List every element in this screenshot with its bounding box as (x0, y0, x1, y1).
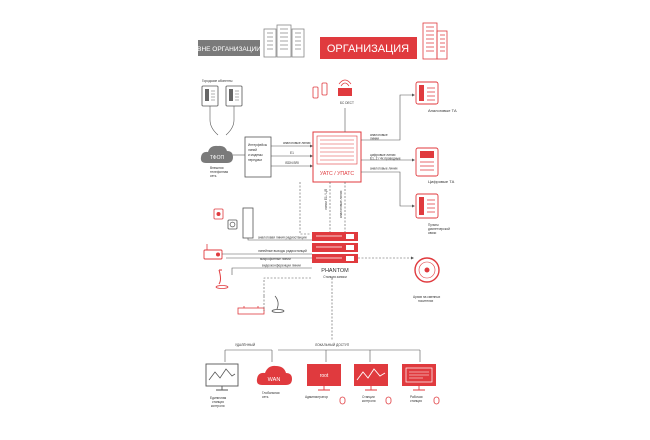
speaker-icon (227, 219, 238, 230)
control-label-1: Станции (362, 395, 375, 399)
feed-label-3: микрофонные линии (260, 257, 291, 261)
digital-phone-label: Цифровые ТА (428, 179, 455, 184)
work-label-1: Рабочая (410, 395, 423, 399)
workstation-mouse-icon (433, 396, 440, 405)
mid-label-5: аналоговые линии (370, 167, 398, 171)
digital-phone-icon (415, 147, 439, 177)
phantom-cable-1: линии E1 / ЦЛ (324, 189, 328, 210)
left-dashed-feed (299, 182, 310, 235)
wan-label: WAN (268, 377, 281, 383)
mid-label-1: аналоговые (370, 133, 388, 137)
work-label-2: станция (410, 399, 422, 403)
archive-disc-icon (414, 257, 440, 283)
phantom-name: PHANTOM (321, 268, 349, 274)
pstn-cloud-icon: ТФОП (200, 145, 233, 163)
subscriber-lines (209, 106, 235, 136)
feed-label-2: линейные выходы радиостанций (258, 249, 307, 253)
control-label-2: контроля (362, 399, 376, 403)
intercom-icon (213, 208, 224, 220)
control-monitor-icon (354, 364, 388, 391)
city-phone-2-icon (225, 85, 243, 107)
dect-handset-icon (312, 82, 328, 99)
dispatcher-label-1: Пульты (428, 223, 440, 227)
pstn-caption-1: Внешняя (210, 166, 224, 170)
pbx-phantom-links: линии E1 / ЦЛ аналоговые линии (324, 182, 346, 232)
org-label: ОРГАНИЗАЦИЯ (327, 43, 409, 55)
outside-org-bar (198, 40, 260, 56)
city-phone-1-icon (201, 85, 219, 107)
archive-label-1: Архив на сменных (413, 295, 441, 299)
feed-label-4: видеоконференции линии (262, 264, 301, 268)
root-badge: root (320, 373, 329, 379)
dispatcher-label-3: связи (428, 231, 436, 235)
pstn-cloud-label: ТФОП (210, 155, 225, 161)
admin-monitor-icon: root (307, 364, 341, 391)
analog-phone-icon (415, 81, 439, 105)
phantom-cable-2: аналоговые линии (339, 190, 343, 218)
city-subscribers-label: Городские абоненты (202, 79, 233, 83)
microphone-icon (215, 269, 229, 289)
gateway-to-pbx-links: аналоговые линии E1 ISDN BRI (271, 141, 313, 168)
feed-lines: аналоговая линия радиостанции линейные в… (222, 236, 312, 311)
gateway-label-1: Интерфейсы (248, 143, 268, 147)
dispatcher-label-2: диспетчерской (428, 227, 450, 231)
org-building-icon (422, 22, 448, 60)
pstn-caption-2: телефонная (210, 170, 228, 174)
office-buildings-icon (263, 24, 305, 58)
remote-monitor-icon (205, 363, 239, 391)
mid-label-4: E1, 2 / 4х проводные (370, 157, 401, 161)
network-bus: УДАЛЁННЫЙ ЛОКАЛЬНЫЙ ДОСТУП (224, 343, 421, 362)
dispatcher-console-icon (415, 193, 439, 219)
gateway-label-2: линий (248, 148, 257, 152)
admin-label: Администратор (305, 395, 328, 399)
pstn-caption-3: сеть (210, 174, 217, 178)
local-access-label: ЛОКАЛЬНЫЙ ДОСТУП (315, 343, 350, 347)
remote-station-2: станция (212, 400, 224, 404)
wan-caption-1: Глобальная (262, 391, 280, 395)
analog-phone-label: Аналоговые ТА (428, 108, 457, 113)
archive-label-2: носителях (418, 299, 434, 303)
remote-station-1: Единичная (210, 396, 227, 400)
radio-station-icon (203, 244, 223, 260)
remote-station-3: контроля (211, 404, 225, 408)
door-panel-icon (242, 207, 254, 239)
wan-caption-2: сеть (262, 395, 269, 399)
mid-label-3: цифровые линии (370, 153, 396, 157)
pbx-to-phones-links: аналоговые линии цифровые линии E1, 2 / … (361, 93, 415, 208)
pbx-unit: УАТС / УПАТС (312, 131, 362, 183)
gateway-label-4: передачи (248, 158, 262, 162)
mid-label-2: линии (370, 137, 379, 141)
wan-cloud-icon: WAN (256, 365, 292, 385)
outside-org-label: ВНЕ ОРГАНИЗАЦИИ (197, 46, 261, 53)
gateway-label-3: и модемы (248, 153, 263, 157)
link-analog-label: аналоговые линии (283, 141, 311, 145)
admin-mouse-icon (339, 396, 346, 405)
link-isdn-label: ISDN BRI (285, 161, 299, 165)
outside-org-banner: ВНЕ ОРГАНИЗАЦИИ (197, 24, 305, 58)
dect-label: БС DECT (340, 101, 354, 105)
dect-base-station-icon (338, 79, 352, 96)
control-mouse-icon (385, 396, 392, 405)
conference-unit-icon (237, 295, 285, 315)
pbx-label: УАТС / УПАТС (320, 171, 354, 177)
feed-label-1: аналоговая линия радиостанции (258, 236, 307, 240)
org-bar (320, 37, 417, 59)
link-e1-label: E1 (290, 151, 294, 155)
workstation-monitor-icon (402, 364, 436, 391)
phantom-rack (312, 232, 358, 263)
remote-access-label: УДАЛЁННЫЙ (235, 343, 256, 347)
org-banner: ОРГАНИЗАЦИЯ (320, 22, 448, 60)
phantom-caption: Станция записи (323, 275, 347, 279)
line-gateway-box: Интерфейсы линий и модемы передачи (244, 136, 272, 178)
